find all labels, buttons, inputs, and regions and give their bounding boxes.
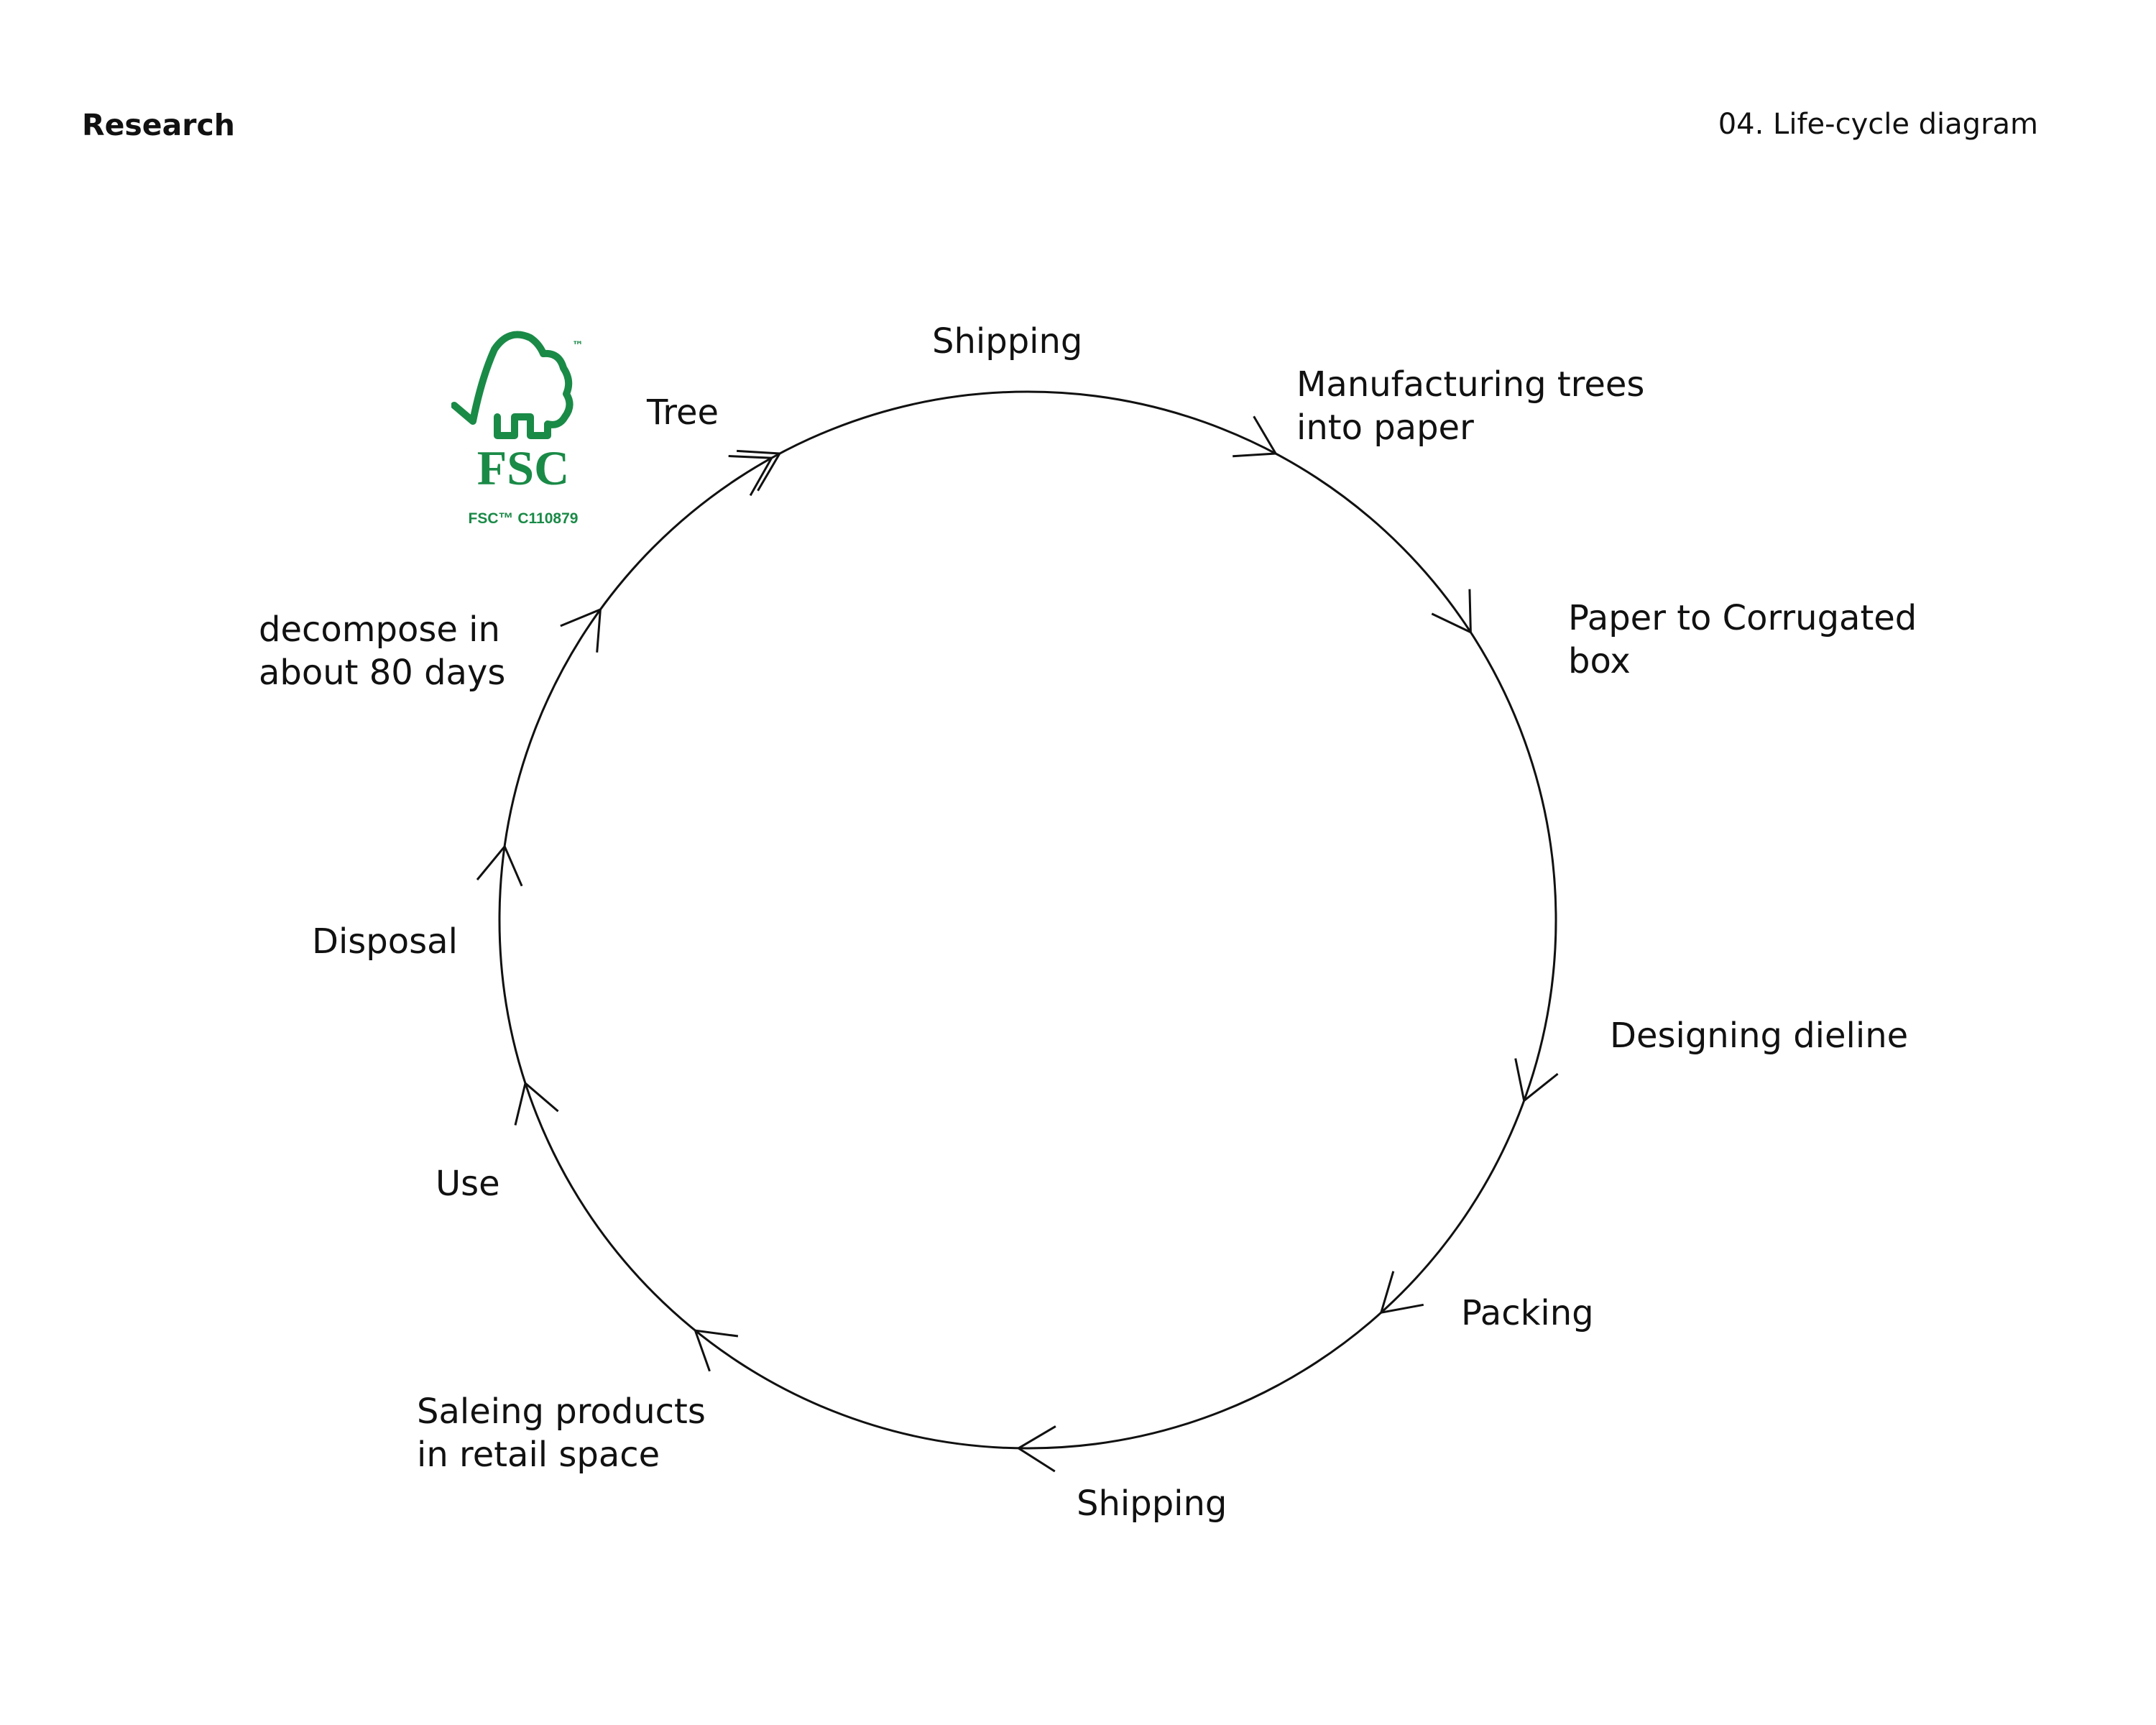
stage-label-packing: Packing	[1461, 1293, 1594, 1333]
arrow-chevron-icon	[1431, 589, 1472, 635]
arrow-chevron-icon	[728, 455, 774, 497]
arrow-chevron-icon	[1514, 1058, 1559, 1103]
arrow-chevron-icon	[1016, 1425, 1056, 1473]
stage-label-decompose: decompose in about 80 days	[259, 610, 506, 693]
arrow-chevron-icon	[514, 1081, 559, 1126]
arrow-chevron-icon	[560, 607, 602, 653]
arrow-chevron-icon	[737, 449, 782, 492]
stage-label-manufacturing: Manufacturing trees into paper	[1296, 364, 1645, 448]
page-title: 04. Life-cycle diagram	[1718, 108, 2038, 141]
svg-text:FSC™ C110879: FSC™ C110879	[469, 510, 579, 527]
stage-label-shipping-2: Shipping	[1077, 1484, 1227, 1524]
fsc-logo: ™ FSC FSC™ C110879	[451, 331, 584, 527]
cycle-arrows	[476, 415, 1559, 1473]
stage-label-corrugated: Paper to Corrugated box	[1568, 598, 1917, 681]
cycle-ring	[498, 390, 1557, 1450]
stage-label-retail: Saleing products in retail space	[417, 1392, 706, 1475]
section-title: Research	[82, 108, 235, 142]
svg-text:FSC: FSC	[477, 441, 569, 495]
arrow-chevron-icon	[694, 1329, 739, 1372]
stage-label-disposal: Disposal	[312, 921, 458, 962]
stage-label-dieline: Designing dieline	[1610, 1016, 1909, 1056]
arrow-chevron-icon	[476, 844, 523, 887]
tree-check-icon	[451, 331, 573, 439]
arrow-chevron-icon	[1379, 1271, 1424, 1315]
svg-text:™: ™	[572, 339, 584, 352]
stage-label-use: Use	[436, 1164, 500, 1204]
arrow-chevron-icon	[1233, 415, 1278, 458]
stage-label-tree: Tree	[647, 392, 719, 433]
stage-label-shipping-1: Shipping	[932, 321, 1083, 362]
